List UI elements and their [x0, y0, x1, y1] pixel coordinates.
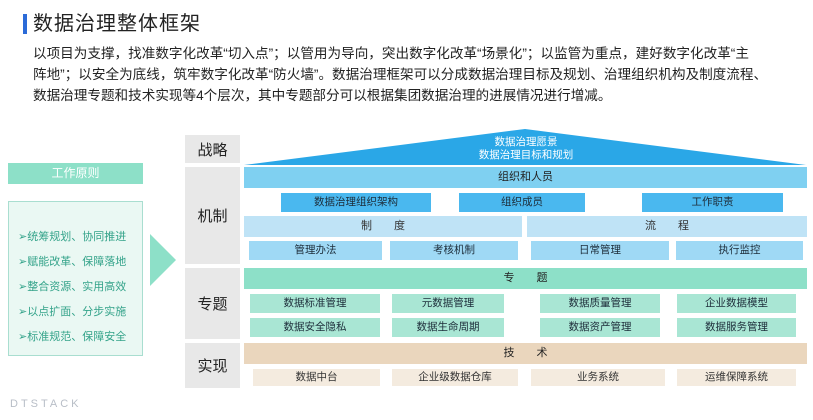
topic-chip: 数据资产管理	[540, 318, 660, 337]
org-people-bar: 组织和人员	[244, 167, 807, 188]
system-chip: 管理办法	[249, 241, 382, 260]
process-chip: 执行监控	[676, 241, 803, 260]
layer-label-strategy: 战略	[185, 135, 240, 163]
principle-item: ➢赋能改革、保障落地	[18, 256, 127, 268]
topic-chip: 数据生命周期	[392, 318, 504, 337]
brand-watermark: DTSTACK	[10, 398, 82, 410]
bullet-arrow-icon: ➢	[18, 281, 28, 293]
tech-chip: 运维保障系统	[677, 369, 796, 386]
org-chip: 数据治理组织架构	[281, 193, 431, 212]
principle-item: ➢统筹规划、协同推进	[18, 231, 127, 243]
system-bar: 制 度	[244, 216, 522, 237]
topic-chip: 数据服务管理	[677, 318, 796, 337]
tech-chip: 企业级数据仓库	[392, 369, 518, 386]
process-chip: 日常管理	[531, 241, 669, 260]
principle-item: ➢整合资源、实用高效	[18, 281, 127, 293]
layer-label-topics: 专题	[185, 268, 240, 339]
topics-bar: 专 题	[244, 268, 807, 289]
strategy-text: 数据治理愿景 数据治理目标和规划	[420, 136, 632, 162]
intro-line: 阵地”；以安全为底线，筑牢数字化改革“防火墙”。数据治理框架可以分成数据治理目标…	[33, 67, 768, 82]
principles-box	[8, 201, 143, 356]
bullet-arrow-icon: ➢	[18, 256, 28, 268]
system-chip: 考核机制	[390, 241, 518, 260]
principle-item: ➢以点扩面、分步实施	[18, 306, 127, 318]
bullet-arrow-icon: ➢	[18, 331, 28, 343]
bullet-arrow-icon: ➢	[18, 231, 28, 243]
strategy-goal: 数据治理目标和规划	[478, 149, 574, 161]
page-title: 数据治理整体框架	[33, 13, 201, 35]
topic-chip: 数据标准管理	[250, 294, 380, 313]
strategy-roof	[244, 129, 806, 165]
strategy-vision: 数据治理愿景	[494, 136, 558, 148]
topic-chip: 元数据管理	[392, 294, 504, 313]
org-chip: 组织成员	[459, 193, 585, 212]
layer-label-tech: 实现	[185, 343, 240, 388]
topic-chip: 企业数据模型	[677, 294, 796, 313]
principles-header: 工作原则	[8, 163, 143, 184]
layer-label-mechanism: 机制	[185, 167, 240, 264]
tech-bar: 技 术	[244, 343, 807, 364]
topic-chip: 数据安全隐私	[250, 318, 380, 337]
tech-chip: 业务系统	[531, 369, 665, 386]
intro-line: 以项目为支撑，找准数字化改革“切入点”；以管用为导向，突出数字化改革“场景化”；…	[33, 46, 749, 61]
process-bar: 流 程	[527, 216, 807, 237]
bullet-arrow-icon: ➢	[18, 306, 28, 318]
intro-line: 数据治理专题和技术实现等4个层次，其中专题部分可以根据集团数据治理的进展情况进行…	[33, 88, 612, 103]
tech-chip: 数据中台	[253, 369, 380, 386]
org-chip: 工作职责	[642, 193, 783, 212]
title-accent-bar	[23, 14, 27, 34]
flow-arrow-icon	[150, 234, 176, 286]
principle-item: ➢标准规范、保障安全	[18, 331, 127, 343]
intro-paragraph: 以项目为支撑，找准数字化改革“切入点”；以管用为导向，突出数字化改革“场景化”；…	[33, 43, 793, 106]
topic-chip: 数据质量管理	[540, 294, 660, 313]
